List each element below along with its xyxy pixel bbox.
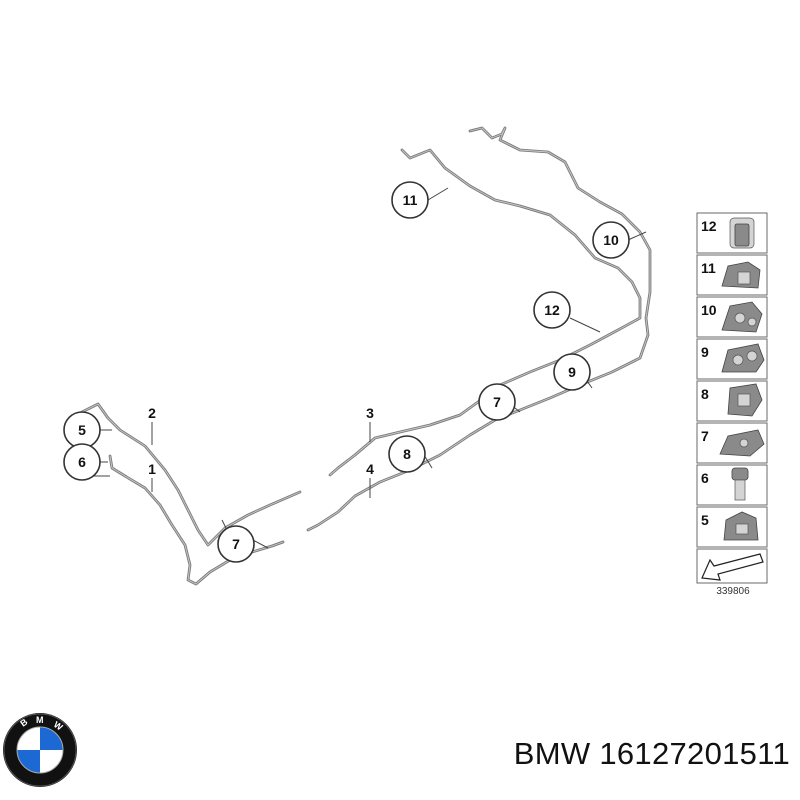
legend-label-7: 7	[701, 428, 709, 444]
part-5-bracket-icon	[723, 511, 759, 541]
callout-6-label: 6	[78, 454, 86, 470]
parts-legend: 12 11 10 9 8 7 6 5	[696, 212, 768, 597]
part-number: BMW 16127201511	[513, 736, 790, 771]
callout-8: 8	[388, 435, 426, 473]
direction-arrow-icon	[701, 553, 764, 581]
callout-11-label: 11	[403, 192, 418, 208]
left-fuel-pipe-2	[108, 454, 285, 586]
bmw-logo-letter-b: B	[18, 716, 30, 728]
part-12-sleeve-icon	[729, 217, 755, 249]
legend-label-11: 11	[701, 260, 716, 276]
number-3: 3	[366, 405, 374, 421]
part-7-clip-icon	[719, 429, 765, 457]
number-1: 1	[148, 461, 156, 477]
callout-5: 5	[63, 411, 101, 449]
callout-6: 6	[63, 443, 101, 481]
callout-12-label: 12	[544, 302, 560, 318]
callout-12: 12	[533, 291, 571, 329]
legend-label-6: 6	[701, 470, 709, 486]
bmw-logo: B M W	[3, 713, 77, 787]
upper-fuel-pipe	[328, 148, 642, 477]
part-11-clip-icon	[721, 261, 761, 289]
drawing-number: 339806	[716, 586, 750, 597]
callout-9-label: 9	[568, 364, 576, 380]
part-9-clip-icon	[721, 343, 765, 373]
legend-label-10: 10	[701, 302, 717, 318]
left-fuel-pipe	[80, 402, 302, 547]
bmw-logo-letter-m: M	[36, 715, 44, 725]
callout-10-label: 10	[603, 232, 619, 248]
callout-7-lower: 7	[217, 525, 255, 563]
callout-7-lower-label: 7	[232, 536, 240, 552]
callout-5-label: 5	[78, 422, 86, 438]
legend-label-8: 8	[701, 386, 709, 402]
legend-label-9: 9	[701, 344, 709, 360]
legend-label-12: 12	[701, 218, 717, 234]
callout-7-upper-label: 7	[493, 394, 501, 410]
callout-8-label: 8	[403, 446, 411, 462]
callout-10: 10	[592, 221, 630, 259]
upper-fuel-pipe-2	[306, 126, 652, 532]
number-2: 2	[148, 405, 156, 421]
part-10-clip-icon	[721, 301, 763, 333]
callout-11: 11	[391, 181, 429, 219]
legend-label-5: 5	[701, 512, 709, 528]
number-4: 4	[366, 461, 374, 477]
part-6-screw-icon	[731, 467, 749, 501]
callout-7-upper: 7	[478, 383, 516, 421]
callout-9: 9	[553, 353, 591, 391]
part-8-clip-icon	[727, 383, 763, 417]
